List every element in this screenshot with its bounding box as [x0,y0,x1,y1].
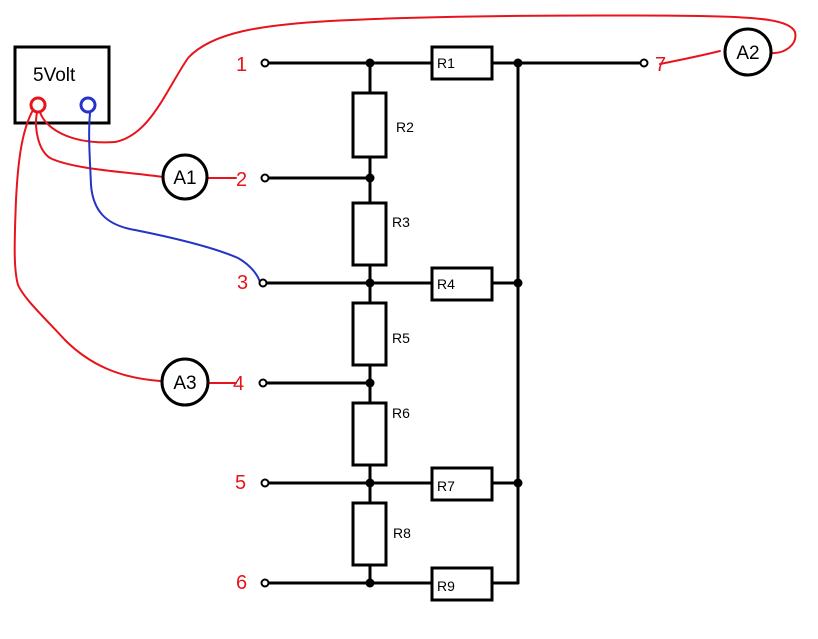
positive-terminal [29,96,47,114]
junction-node [513,58,523,68]
terminal-label-3: 3 [237,272,248,294]
terminal-point-7 [639,58,649,68]
terminal-labels: 1 2 3 4 5 6 7 [233,54,666,594]
blue-wire-to-3 [88,112,261,283]
terminal-point-2 [260,173,270,183]
terminal-point-5 [260,478,270,488]
terminal-label-6: 6 [236,572,247,594]
resistor-r6: R6 [351,401,410,467]
terminal-points [258,58,649,588]
junction-node [365,478,375,488]
resistor-r7-label: R7 [437,478,455,494]
power-source-box [13,45,111,125]
resistor-r3-label: R3 [392,214,410,230]
resistor-r5-label: R5 [392,330,410,346]
ammeter-a3-label: A3 [173,373,196,394]
junction-node [365,278,375,288]
resistor-r9-label: R9 [437,578,455,594]
junction-node [365,378,375,388]
terminal-point-3 [258,278,268,288]
resistor-r4: R4 [430,266,494,302]
terminal-point-1 [260,58,270,68]
ammeter-a2-label: A2 [736,43,759,64]
resistor-r8: R8 [351,501,411,567]
resistor-r4-label: R4 [437,276,455,292]
red-wire-a2-to-7 [659,50,721,65]
circuit-wiring [263,61,644,585]
resistor-r1: R1 [430,45,494,81]
resistors: R1 R2 R3 R4 R5 R6 R7 R8 [351,45,494,602]
junction-nodes [365,58,523,588]
terminal-label-7: 7 [655,54,666,76]
resistor-r1-label: R1 [437,55,455,71]
red-wire-to-a3 [13,109,161,382]
ammeter-a3: A3 [160,357,210,407]
terminal-label-1: 1 [236,54,247,76]
power-source-label: 5Volt [33,65,76,86]
resistor-r3: R3 [351,201,410,267]
terminal-point-6 [260,578,270,588]
junction-node [513,278,523,288]
resistor-r6-label: R6 [392,405,410,421]
resistor-r5: R5 [351,301,410,367]
red-wire-to-a1 [35,111,164,178]
ammeter-a1: A1 [161,153,209,201]
terminal-label-5: 5 [235,472,246,494]
ammeter-a2: A2 [723,27,773,77]
positive-wiring [13,14,797,384]
power-source: 5Volt [13,45,111,125]
red-wire-to-a2 [39,14,797,144]
junction-node [365,173,375,183]
negative-terminal [79,96,97,114]
resistor-r2-label: R2 [396,119,414,135]
resistor-r2: R2 [351,91,414,159]
resistor-r8-label: R8 [393,525,411,541]
ammeter-a1-label: A1 [173,168,196,189]
terminal-label-2: 2 [236,169,247,191]
resistor-r9: R9 [430,566,494,602]
terminal-point-4 [258,378,268,388]
terminal-label-4: 4 [233,373,244,395]
resistor-r7: R7 [430,466,494,502]
junction-node [365,58,375,68]
junction-node [365,578,375,588]
junction-node [513,478,523,488]
